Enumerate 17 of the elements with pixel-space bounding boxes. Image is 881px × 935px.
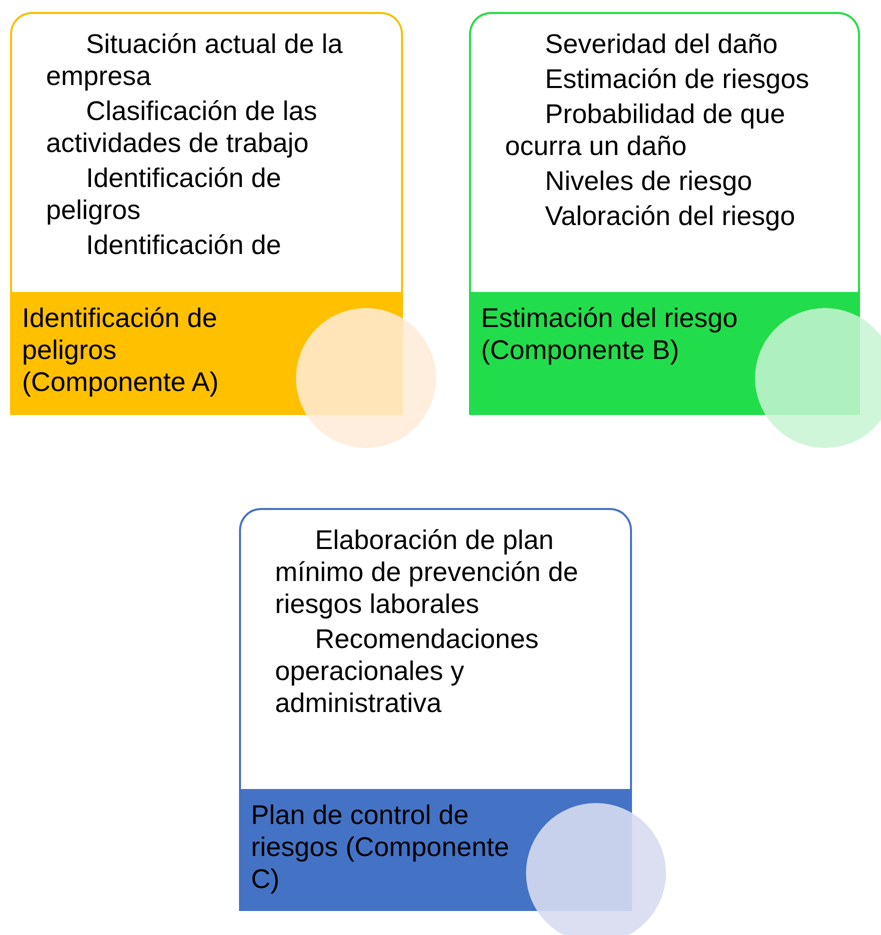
list-card bbox=[10, 12, 403, 292]
list-card bbox=[469, 12, 860, 292]
list-item: Identificación de bbox=[85, 229, 282, 261]
list-item: Recomendaciones operacionales y administrativa bbox=[275, 623, 540, 719]
list-item: Clasificación de las actividades de trabajo bbox=[46, 95, 318, 159]
component-heading: Identificación de peligros (Componente A) bbox=[22, 302, 220, 398]
list-item: Identificación de peligros bbox=[46, 162, 282, 226]
list-item: Niveles de riesgo bbox=[544, 165, 754, 197]
list-card bbox=[239, 508, 632, 789]
list-item: Valoración del riesgo bbox=[544, 200, 796, 232]
component-heading: Estimación del riesgo (Componente B) bbox=[481, 302, 739, 366]
component-heading: Plan de control de riesgos (Componente C) bbox=[251, 799, 510, 895]
list-item: Situación actual de la empresa bbox=[46, 28, 344, 92]
list-item: Elaboración de plan mínimo de prevención de riesgos laborales bbox=[275, 524, 580, 620]
list-item: Probabilidad de que ocurra un daño bbox=[505, 98, 786, 162]
list-item: Estimación de riesgos bbox=[544, 63, 810, 95]
list-item: Severidad del daño bbox=[544, 28, 779, 60]
